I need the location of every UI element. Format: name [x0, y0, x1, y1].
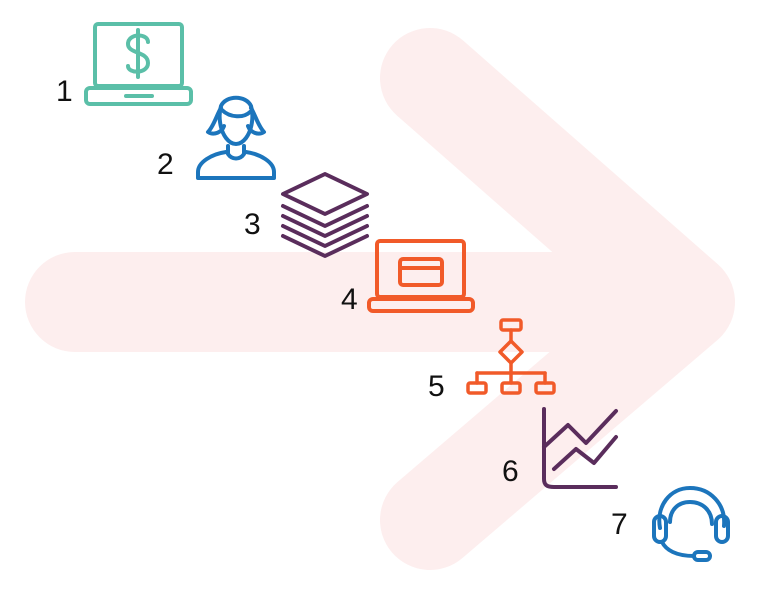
line-chart-icon — [542, 407, 618, 489]
step-number-5: 5 — [428, 370, 445, 403]
flowchart-icon — [466, 318, 556, 395]
layers-icon — [281, 172, 369, 258]
step-number-7: 7 — [611, 508, 628, 541]
headset-icon — [652, 486, 730, 562]
laptop-card-icon — [367, 239, 475, 313]
step-number-2: 2 — [157, 148, 174, 181]
person-icon — [196, 95, 276, 180]
laptop-dollar-icon — [84, 22, 193, 106]
step-number-3: 3 — [244, 208, 261, 241]
step-number-6: 6 — [502, 455, 519, 488]
step-number-1: 1 — [56, 75, 73, 108]
step-number-4: 4 — [341, 283, 358, 316]
